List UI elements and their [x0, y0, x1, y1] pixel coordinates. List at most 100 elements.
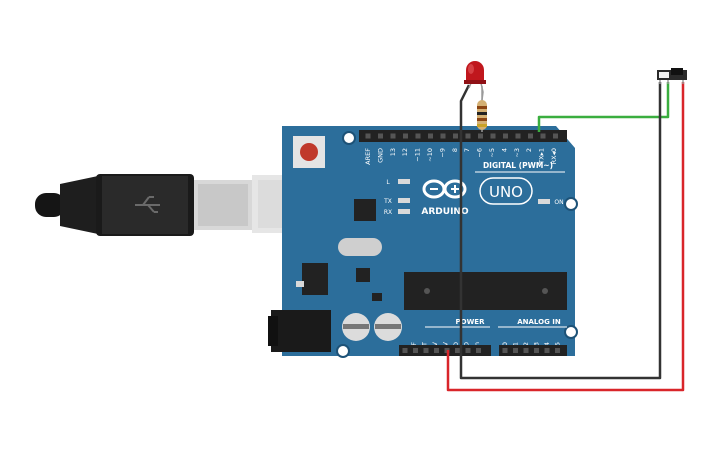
header-pin-hole[interactable] — [553, 133, 558, 139]
usb-b-cable-icon[interactable] — [35, 174, 324, 236]
header-pin-hole[interactable] — [465, 348, 471, 353]
header-pin-hole[interactable] — [434, 348, 439, 353]
header-pin-hole[interactable] — [502, 348, 508, 353]
header-pin-hole[interactable] — [476, 348, 481, 353]
transistor — [372, 293, 382, 301]
analog-header — [499, 345, 567, 356]
usb-cable-end — [35, 193, 65, 217]
resistor-band — [477, 124, 487, 127]
header-pin-hole[interactable] — [534, 348, 539, 353]
header-pin-hole[interactable] — [365, 133, 371, 139]
header-pin-hole[interactable] — [555, 348, 560, 353]
reset-button-cap[interactable] — [300, 143, 318, 161]
header-pin-hole[interactable] — [440, 133, 446, 139]
pin-label: AREF — [364, 148, 372, 165]
pin-label: RX◂0 — [550, 148, 558, 164]
voltage-regulator — [302, 263, 328, 295]
pin-label: 2 — [525, 148, 533, 152]
digital-header-label: DIGITAL (PWM~) — [483, 161, 553, 170]
slide-switch-icon[interactable] — [657, 68, 687, 84]
wire-black[interactable] — [459, 82, 662, 380]
led-anode-lead — [480, 82, 484, 101]
pin-label: ~6 — [476, 148, 484, 158]
power-jack — [271, 310, 331, 352]
pin-label: ~11 — [414, 148, 422, 162]
resistor-band — [477, 106, 487, 109]
pin-label: ~9 — [438, 148, 446, 158]
power-label: POWER — [456, 318, 486, 326]
usb-metal-shell-inner — [198, 184, 248, 226]
header-pin-hole[interactable] — [455, 348, 460, 353]
header-pin-hole[interactable] — [390, 133, 396, 139]
brand-label: ARDUINO — [421, 207, 469, 217]
header-pin-hole[interactable] — [523, 348, 529, 353]
header-pin-hole[interactable] — [415, 133, 421, 139]
pin-label: GND — [376, 148, 384, 163]
header-pin-hole[interactable] — [540, 133, 546, 139]
header-pin-hole[interactable] — [528, 133, 533, 139]
led-l-label: L — [386, 179, 390, 186]
header-pin-hole[interactable] — [465, 133, 471, 139]
pin-label: ~10 — [426, 148, 434, 162]
capacitor-band — [343, 324, 369, 329]
crystal-oscillator — [338, 238, 382, 256]
model-label: UNO — [489, 183, 523, 201]
header-pin-hole[interactable] — [478, 133, 483, 139]
header-pin-hole[interactable] — [513, 348, 518, 353]
usb-cable-strain-relief — [60, 176, 98, 234]
led-on — [538, 199, 550, 204]
arduino-logo-icon — [422, 179, 467, 199]
header-pin-hole[interactable] — [378, 133, 383, 139]
pin-label: TX▸1 — [538, 148, 546, 165]
digital-header-holes — [365, 133, 558, 139]
resistor-icon[interactable] — [477, 86, 487, 132]
model-badge — [479, 177, 533, 205]
led-tx — [398, 198, 410, 203]
header-pin-hole[interactable] — [453, 133, 458, 139]
wires — [446, 82, 685, 392]
header-pin-hole[interactable] — [403, 133, 408, 139]
arduino-logo-symbols — [430, 185, 459, 193]
mounting-hole — [336, 344, 350, 358]
on-label: ON — [554, 199, 563, 206]
atmega-microcontroller — [404, 272, 567, 310]
switch-label-plate — [659, 72, 669, 78]
header-pin-hole[interactable] — [490, 133, 496, 139]
header-pin-hole[interactable] — [402, 348, 408, 353]
pin-label: ~3 — [513, 148, 521, 158]
pin-label: 12 — [401, 148, 409, 156]
chip-pin1-mark — [542, 288, 548, 294]
usb-symbol-icon — [135, 196, 160, 213]
header-pin-hole[interactable] — [423, 348, 429, 353]
wire-red[interactable] — [446, 82, 685, 392]
resistor-band — [477, 118, 487, 121]
led-rim — [464, 80, 486, 84]
header-pin-hole[interactable] — [413, 348, 418, 353]
header-pin-hole[interactable] — [503, 133, 508, 139]
regulator-tab — [296, 281, 304, 287]
pin-label: 7 — [463, 148, 471, 152]
red-led-icon[interactable] — [464, 61, 486, 101]
mounting-hole — [342, 131, 356, 145]
resistor-band — [477, 112, 487, 115]
mounting-hole — [564, 197, 578, 211]
pin-label: 4 — [500, 148, 508, 152]
mounting-hole — [564, 325, 578, 339]
pin-label: 8 — [451, 148, 459, 152]
capacitor-band — [375, 324, 401, 329]
small-chip — [356, 268, 370, 282]
header-pin-hole[interactable] — [428, 133, 433, 139]
switch-slider[interactable] — [671, 68, 683, 75]
led-highlight — [468, 64, 474, 74]
header-pin-hole[interactable] — [544, 348, 550, 353]
chip-notch — [424, 288, 430, 294]
header-pin-hole[interactable] — [515, 133, 521, 139]
usb-chip — [354, 199, 376, 221]
analog-label: ANALOG IN — [517, 318, 561, 326]
pin-label: 13 — [389, 148, 397, 156]
rx-label: RX — [384, 209, 392, 216]
wire-green[interactable] — [537, 82, 670, 132]
